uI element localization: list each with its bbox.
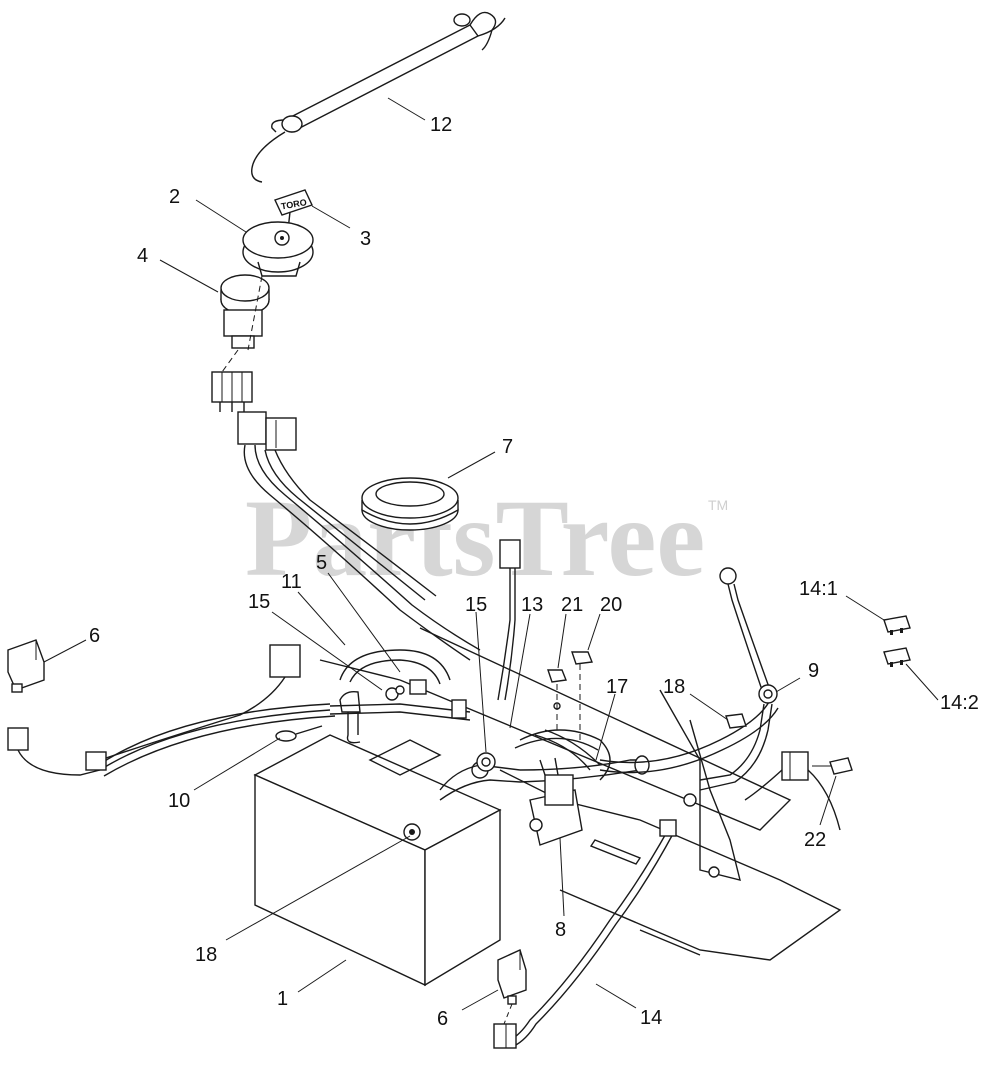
callout-13: 13 bbox=[521, 594, 543, 616]
bolt-part-22 bbox=[812, 757, 853, 775]
callout-15-left: 15 bbox=[248, 591, 270, 613]
callout-3: 3 bbox=[360, 228, 371, 250]
callout-12: 12 bbox=[430, 114, 452, 136]
callout-22: 22 bbox=[804, 829, 826, 851]
callout-2: 2 bbox=[169, 186, 180, 208]
nut-part-21 bbox=[547, 669, 567, 730]
wire-harness bbox=[221, 275, 481, 661]
bolt-part-20 bbox=[571, 651, 593, 740]
switch-connector bbox=[211, 371, 297, 451]
relay-part-6-bottom bbox=[493, 949, 527, 1049]
fuse-part-14-1 bbox=[883, 615, 911, 635]
solenoid-part-8 bbox=[529, 757, 583, 846]
pto-switch-part-4 bbox=[220, 274, 270, 349]
callout-20: 20 bbox=[600, 594, 622, 616]
callout-9: 9 bbox=[808, 660, 819, 682]
callout-5: 5 bbox=[316, 552, 327, 574]
callout-21: 21 bbox=[561, 594, 583, 616]
callout-1: 1 bbox=[277, 988, 288, 1010]
connector-part-13-plug bbox=[497, 539, 521, 701]
relay-connector-right bbox=[744, 751, 841, 831]
callout-14: 14 bbox=[640, 1007, 662, 1029]
cable-rod-part-12 bbox=[251, 11, 506, 183]
callout-14-1: 14:1 bbox=[799, 578, 838, 600]
battery-part-1 bbox=[253, 734, 502, 987]
callout-17: 17 bbox=[606, 676, 628, 698]
callout-7: 7 bbox=[502, 436, 513, 458]
key-tag-text: TORO bbox=[280, 197, 307, 211]
callout-11: 11 bbox=[281, 571, 302, 593]
fuse-part-14-2 bbox=[883, 647, 911, 667]
callout-4: 4 bbox=[137, 245, 148, 267]
callout-10: 10 bbox=[168, 790, 190, 812]
nut-part-18-right bbox=[725, 713, 747, 729]
callout-18-right: 18 bbox=[663, 676, 685, 698]
callout-8: 8 bbox=[555, 919, 566, 941]
clip-part-15-center bbox=[476, 752, 496, 772]
wire-bundle-part-17 bbox=[514, 699, 779, 781]
lower-harness-part-14 bbox=[509, 819, 677, 1047]
callout-labels: 12 2 3 4 7 5 11 15 15 13 21 20 17 18 9 1… bbox=[89, 114, 979, 1030]
watermark: PartsTree bbox=[245, 477, 705, 599]
ground-cable-part-9 bbox=[699, 567, 778, 791]
callout-14-2: 14:2 bbox=[940, 692, 979, 714]
watermark-trademark: TM bbox=[708, 497, 728, 513]
callout-18-left: 18 bbox=[195, 944, 217, 966]
ignition-switch-part-2 bbox=[242, 221, 314, 277]
left-harness bbox=[7, 644, 471, 777]
callout-15-center: 15 bbox=[465, 594, 487, 616]
callout-6-left: 6 bbox=[89, 625, 100, 647]
cap-part-7 bbox=[361, 477, 459, 531]
leader-lines bbox=[43, 97, 939, 1011]
callout-6-bottom: 6 bbox=[437, 1008, 448, 1030]
relay-part-6-left bbox=[7, 639, 45, 693]
